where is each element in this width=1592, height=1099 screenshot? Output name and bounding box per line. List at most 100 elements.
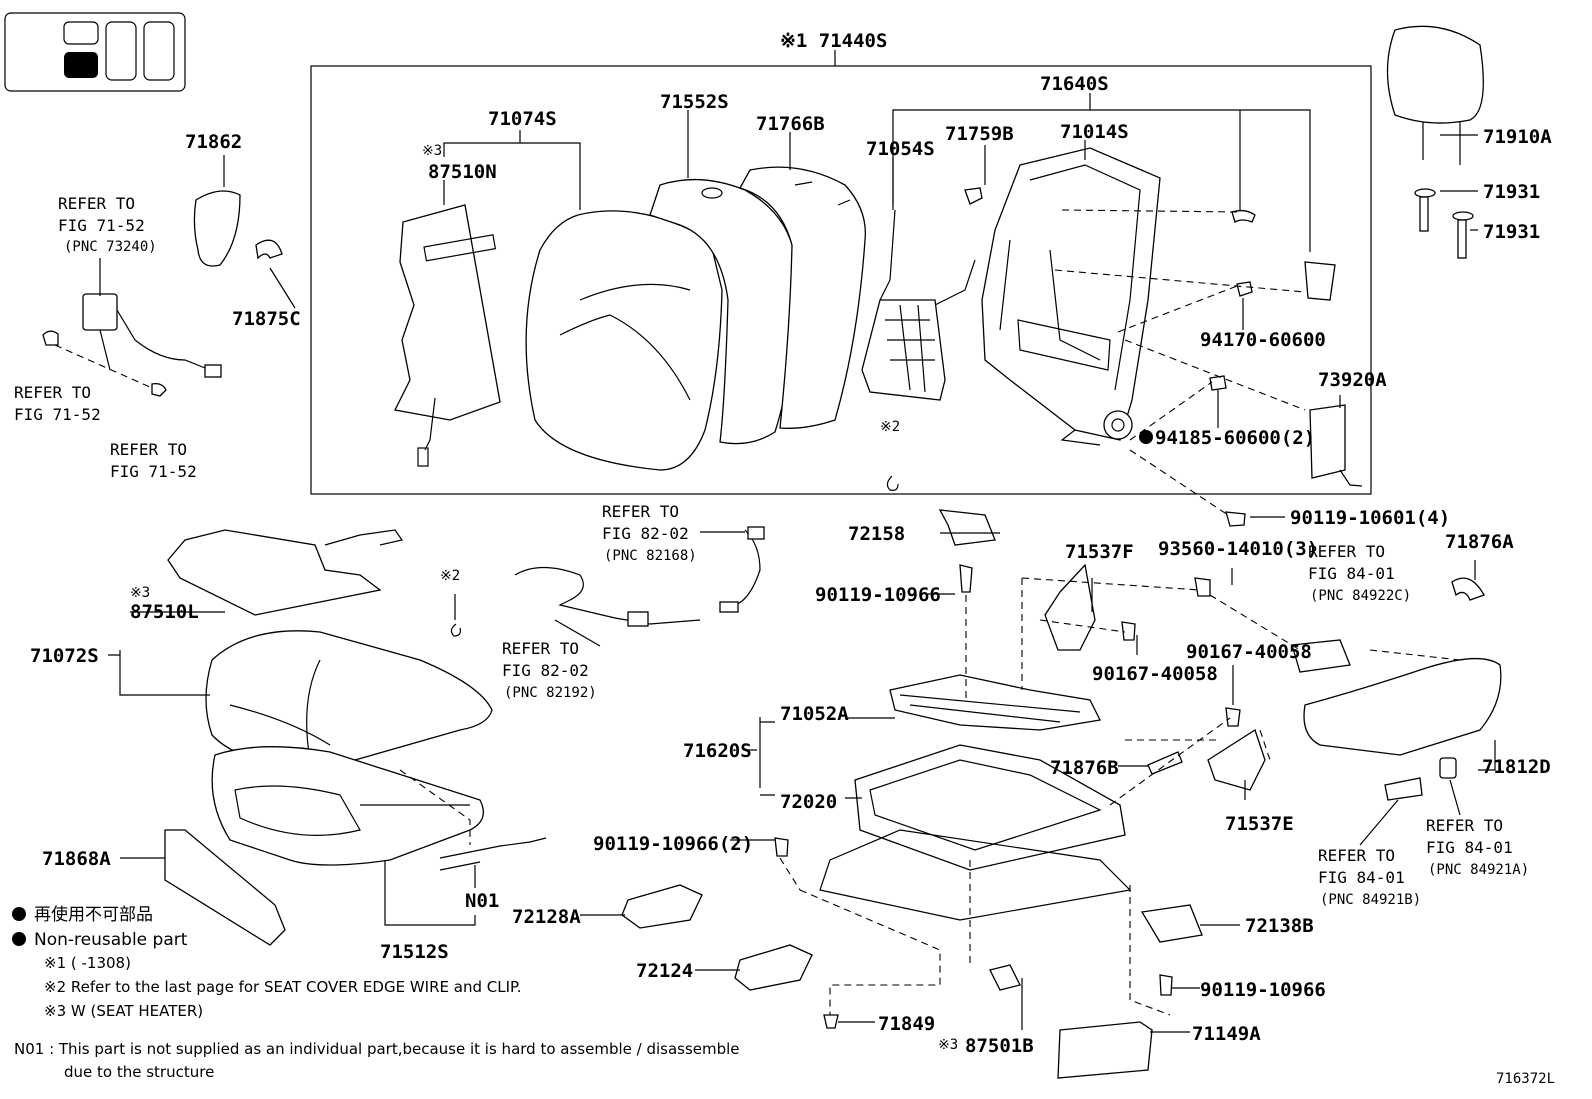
label-71074S: 71074S bbox=[488, 108, 557, 130]
legend-n01-line2: due to the structure bbox=[64, 1063, 214, 1081]
cover-72138B-drawing bbox=[1140, 904, 1203, 943]
label-71512S: 71512S bbox=[380, 941, 449, 963]
leader-lines bbox=[99, 93, 1496, 1033]
ref-fig-71-52-b[interactable]: REFER TO FIG 71-52 bbox=[110, 440, 197, 481]
legend: 再使用不可部品 Non-reusable part ※1 ( -1308) ※2… bbox=[12, 904, 740, 1081]
svg-text:FIG 84-01: FIG 84-01 bbox=[1318, 868, 1405, 887]
clip-right-drawing bbox=[1231, 209, 1256, 223]
seat-position-indicator bbox=[4, 12, 186, 92]
ref-fig-71-52-pnc-73240[interactable]: REFER TO FIG 71-52 (PNC 73240) bbox=[58, 194, 157, 255]
cover-71875C-drawing bbox=[255, 239, 283, 260]
label-71149A: 71149A bbox=[1192, 1023, 1261, 1045]
svg-text:(PNC 84922C): (PNC 84922C) bbox=[1310, 588, 1411, 604]
svg-text:FIG 84-01: FIG 84-01 bbox=[1308, 564, 1395, 583]
svg-text:REFER TO: REFER TO bbox=[1426, 816, 1503, 835]
svg-text:REFER TO: REFER TO bbox=[1308, 542, 1385, 561]
nut-94170-drawing bbox=[1236, 281, 1253, 297]
svg-text:REFER TO: REFER TO bbox=[1318, 846, 1395, 865]
label-72124: 72124 bbox=[636, 960, 693, 982]
switch-84922C-drawing bbox=[1291, 639, 1351, 673]
trim-71868A-drawing bbox=[164, 829, 286, 946]
label-90167-40058-b: 90167-40058 bbox=[1186, 641, 1312, 663]
label-87501B-note: ※3 bbox=[938, 1037, 958, 1053]
label-71931-b: 71931 bbox=[1483, 221, 1540, 243]
svg-text:FIG 71-52: FIG 71-52 bbox=[58, 216, 145, 235]
connector-bracket-drawing bbox=[1304, 261, 1336, 301]
bolt-90119-10966-drawing bbox=[959, 564, 973, 593]
headrest-support-1-drawing bbox=[1414, 188, 1436, 232]
label-73920A: 73920A bbox=[1318, 369, 1387, 391]
svg-text:REFER TO: REFER TO bbox=[602, 502, 679, 521]
legend-n01-line1: N01 : This part is not supplied as an in… bbox=[14, 1040, 740, 1058]
nut-94185-drawing bbox=[1209, 375, 1227, 391]
label-71910A: 71910A bbox=[1483, 126, 1552, 148]
label-71931-a: 71931 bbox=[1483, 181, 1540, 203]
legend-note-2: ※2 Refer to the last page for SEAT COVER… bbox=[44, 978, 521, 996]
label-71537E: 71537E bbox=[1225, 813, 1294, 835]
cushion-pad-drawing bbox=[211, 746, 484, 866]
svg-text:(PNC 82168): (PNC 82168) bbox=[604, 548, 697, 564]
label-93560-14010: 93560-14010(3) bbox=[1158, 538, 1318, 560]
label-94170-60600: 94170-60600 bbox=[1200, 329, 1326, 351]
ref-fig-84-01-pnc-84921A[interactable]: REFER TO FIG 84-01 (PNC 84921A) bbox=[1426, 816, 1529, 878]
seat-belt-buckle-drawing bbox=[42, 293, 222, 397]
label-72020: 72020 bbox=[780, 791, 837, 813]
legend-note-1: ※1 ( -1308) bbox=[44, 954, 131, 972]
cover-71537E-drawing bbox=[1207, 729, 1266, 791]
svg-text:(PNC 84921B): (PNC 84921B) bbox=[1320, 892, 1421, 908]
svg-text:(PNC 73240): (PNC 73240) bbox=[64, 239, 157, 255]
label-71640S: 71640S bbox=[1040, 73, 1109, 95]
nonreusable-bullet-en bbox=[12, 932, 26, 946]
label-90119-10966-2: 90119-10966(2) bbox=[593, 833, 753, 855]
screw-90167b-drawing bbox=[1225, 707, 1241, 727]
edge-wire-upper-drawing bbox=[886, 475, 899, 491]
ref-fig-84-01-pnc-84921B[interactable]: REFER TO FIG 84-01 (PNC 84921B) bbox=[1318, 846, 1421, 908]
n01-wire-drawing bbox=[439, 837, 547, 871]
cover-71537F-drawing bbox=[1044, 563, 1096, 651]
cover-71876B-drawing bbox=[1147, 751, 1183, 775]
seatback-board-drawing bbox=[739, 166, 866, 429]
label-x2-upper: ※2 bbox=[880, 419, 900, 435]
label-71014S: 71014S bbox=[1060, 121, 1129, 143]
label-87501B: 87501B bbox=[965, 1035, 1034, 1057]
label-71537F: 71537F bbox=[1065, 541, 1134, 563]
label-71440S: ※1 71440S bbox=[780, 30, 887, 52]
label-72138B: 72138B bbox=[1245, 915, 1314, 937]
svg-text:FIG 71-52: FIG 71-52 bbox=[14, 405, 101, 424]
headrest-support-2-drawing bbox=[1452, 211, 1474, 259]
bolt-93560-drawing bbox=[1194, 577, 1211, 597]
ref-fig-71-52-a[interactable]: REFER TO FIG 71-52 bbox=[14, 383, 101, 424]
cover-72124-drawing bbox=[734, 944, 813, 991]
label-71072S: 71072S bbox=[30, 645, 99, 667]
label-71812D: 71812D bbox=[1482, 756, 1551, 778]
svg-text:REFER TO: REFER TO bbox=[110, 440, 187, 459]
seatback-heater-pad-drawing bbox=[394, 204, 501, 467]
ref-fig-82-02-pnc-82168[interactable]: REFER TO FIG 82-02 (PNC 82168) bbox=[602, 502, 697, 564]
label-71552S: 71552S bbox=[660, 91, 729, 113]
label-87510N-note: ※3 bbox=[422, 143, 442, 159]
label-94185-60600: 94185-60600(2) bbox=[1155, 427, 1315, 449]
label-71862: 71862 bbox=[185, 131, 242, 153]
seat-shield-drawing bbox=[1303, 657, 1502, 756]
label-71759B: 71759B bbox=[945, 123, 1014, 145]
headrest-drawing bbox=[1386, 25, 1484, 165]
bracket-72158-drawing bbox=[938, 509, 996, 546]
cover-71149A-drawing bbox=[1057, 1021, 1153, 1079]
cover-71876A-drawing bbox=[1451, 577, 1485, 601]
clip-71759B-drawing bbox=[964, 187, 983, 205]
ref-fig-82-02-pnc-82192[interactable]: REFER TO FIG 82-02 (PNC 82192) bbox=[502, 639, 597, 701]
bolt-90119-10966c-drawing bbox=[1159, 974, 1173, 996]
screw-90167a-drawing bbox=[1121, 621, 1136, 641]
svg-text:FIG 82-02: FIG 82-02 bbox=[502, 661, 589, 680]
seatback-kit-box bbox=[310, 65, 1372, 495]
bolt-90119-10601-drawing bbox=[1225, 511, 1246, 527]
edge-wire-lower-drawing bbox=[450, 623, 461, 637]
ref-fig-84-01-pnc-84922C[interactable]: REFER TO FIG 84-01 (PNC 84922C) bbox=[1308, 542, 1411, 604]
label-72128A: 72128A bbox=[512, 906, 581, 928]
label-71766B: 71766B bbox=[756, 113, 825, 135]
label-87510L: 87510L bbox=[130, 601, 199, 623]
svg-text:FIG 82-02: FIG 82-02 bbox=[602, 524, 689, 543]
label-71620S: 71620S bbox=[683, 740, 752, 762]
label-72158: 72158 bbox=[848, 523, 905, 545]
